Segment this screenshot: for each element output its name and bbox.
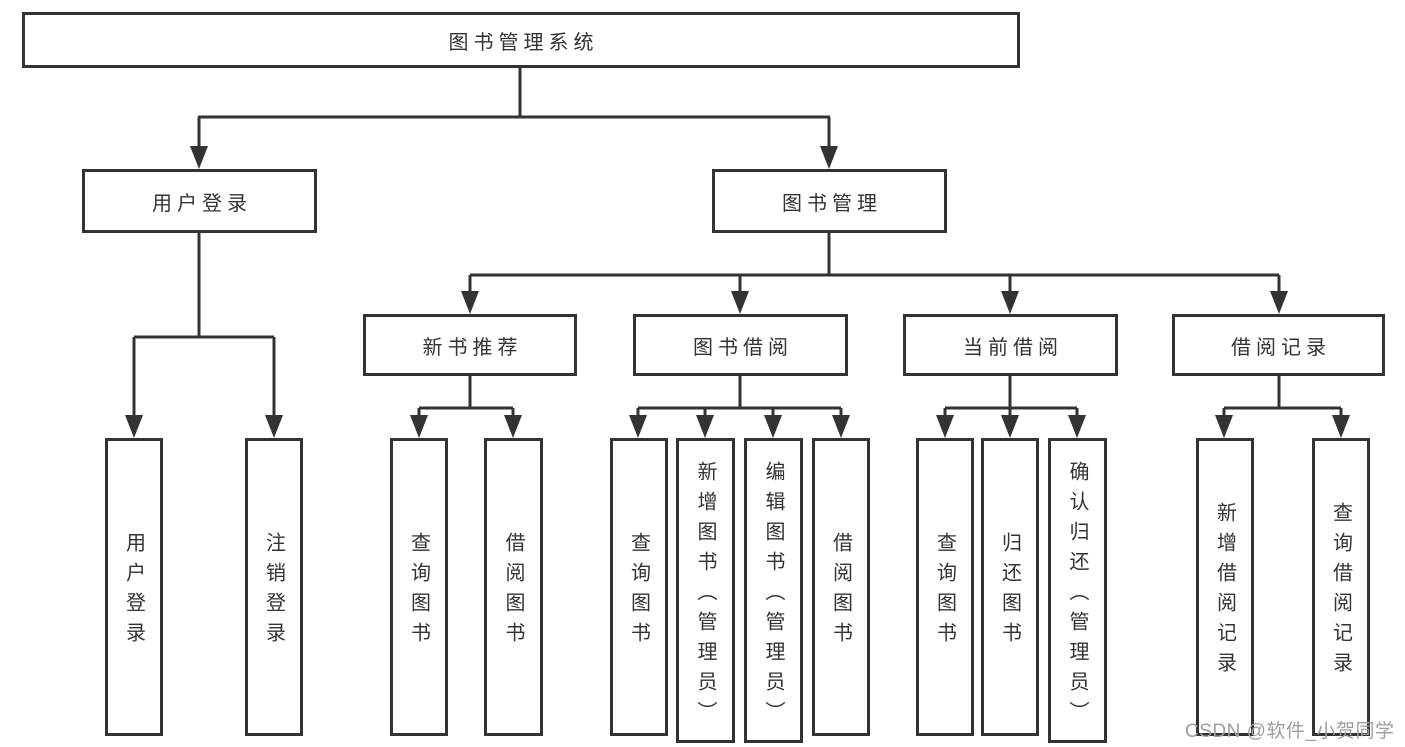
leaf-return-book: 归还图书 xyxy=(981,438,1039,736)
leaf-user-login: 用户登录 xyxy=(105,438,163,736)
leaf-query-borrow-record: 查询借阅记录 xyxy=(1312,438,1370,736)
leaf-label: 查询借阅记录 xyxy=(1329,502,1352,682)
leaf-label: 新增图书（管理员） xyxy=(694,460,716,731)
leaf-query-books-current: 查询图书 xyxy=(916,438,974,736)
leaf-add-borrow-record: 新增借阅记录 xyxy=(1196,438,1254,736)
leaf-label: 注销登录 xyxy=(262,532,285,652)
leaf-query-books-borrow: 查询图书 xyxy=(610,438,668,736)
leaf-label: 借阅图书 xyxy=(829,532,852,652)
leaf-label: 归还图书 xyxy=(998,532,1021,652)
node-book-management: 图书管理 xyxy=(712,169,947,233)
leaf-label: 查询图书 xyxy=(627,532,650,652)
connector-lines xyxy=(132,68,1343,417)
leaf-query-books-recommend: 查询图书 xyxy=(390,438,448,736)
node-label: 新书推荐 xyxy=(422,336,523,359)
node-current-borrow: 当前借阅 xyxy=(903,314,1118,376)
leaf-label: 编辑图书（管理员） xyxy=(762,460,784,731)
arrowheads xyxy=(125,146,1350,438)
node-label: 图书借阅 xyxy=(693,336,793,359)
leaf-label: 查询图书 xyxy=(933,532,956,652)
leaf-label: 用户登录 xyxy=(122,532,145,652)
node-book-borrow: 图书借阅 xyxy=(633,314,848,376)
leaf-logout: 注销登录 xyxy=(245,438,303,736)
node-borrow-records: 借阅记录 xyxy=(1172,314,1385,376)
node-label: 用户登录 xyxy=(152,192,252,215)
leaf-confirm-return-admin: 确认归还（管理员） xyxy=(1048,438,1107,743)
leaf-add-book-admin: 新增图书（管理员） xyxy=(676,438,735,743)
leaf-label: 借阅图书 xyxy=(502,532,524,652)
node-label: 借阅记录 xyxy=(1231,336,1331,359)
node-user-login: 用户登录 xyxy=(82,169,317,233)
leaf-label: 确认归还（管理员） xyxy=(1066,460,1088,731)
leaf-edit-book-admin: 编辑图书（管理员） xyxy=(744,438,803,743)
node-new-book-recommend: 新书推荐 xyxy=(363,314,577,376)
node-label: 图书管理 xyxy=(782,192,882,215)
node-label: 当前借阅 xyxy=(963,336,1063,359)
leaf-borrow-books-recommend: 借阅图书 xyxy=(484,438,543,736)
node-label: 图书管理系统 xyxy=(448,31,599,54)
leaf-label: 查询图书 xyxy=(407,532,430,652)
leaf-borrow-books: 借阅图书 xyxy=(812,438,870,736)
leaf-label: 新增借阅记录 xyxy=(1213,502,1236,682)
node-system-root: 图书管理系统 xyxy=(22,12,1020,68)
csdn-watermark: CSDN @软件_小贺同学 xyxy=(1185,721,1395,742)
